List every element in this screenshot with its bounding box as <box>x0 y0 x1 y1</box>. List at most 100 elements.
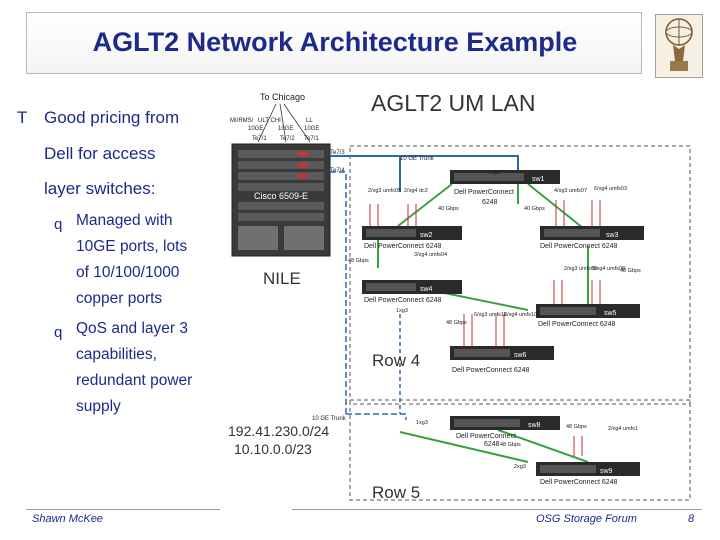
row4-box <box>349 145 691 405</box>
subnet-label: 192.41.230.0/24 <box>228 423 329 439</box>
footer-event: OSG Storage Forum <box>536 513 637 525</box>
row5-label: Row 5 <box>372 483 420 502</box>
link-labels: 40 Gbps 40 Gbps 1xg3 2/xg3 umfs05 2/xg4 … <box>348 170 641 470</box>
link-label: 2/xg4 umfs1 <box>608 426 638 432</box>
uplink-label: ULT CHI <box>258 118 281 124</box>
switch-sw5: sw5 Dell PowerConnect 6248 <box>536 304 640 328</box>
bullet-marker: T <box>17 108 28 127</box>
switch-model: 6248 <box>482 199 498 206</box>
port-lines <box>369 200 601 456</box>
switch-model: Dell PowerConnect 6248 <box>540 243 618 250</box>
link-label: 48 Gbps <box>500 442 521 448</box>
sub-bullet-2-line: QoS and layer 3 <box>76 320 189 337</box>
port-label: Te7/3 <box>330 150 345 156</box>
link-label: 48 Gbps <box>446 320 467 326</box>
atlas-logo <box>655 14 703 78</box>
switch-name: sw2 <box>420 232 433 239</box>
network-diagram-svg: AGLT2 UM LAN To Chicago MI/RMS/ ULT CHI … <box>228 90 691 502</box>
trunk-top-label: 10 GE Trunk <box>400 156 435 162</box>
sub-bullet-1-line: Managed with <box>76 212 173 229</box>
trunk-link-sw1 <box>330 155 519 170</box>
link-label: 48 Gbps <box>566 424 587 430</box>
trunk-bottom-label: 10 GE Trunk <box>312 416 347 422</box>
switch-sw4: sw4 Dell PowerConnect 6248 <box>362 280 462 304</box>
switch-name: sw1 <box>532 176 545 183</box>
link-label: 1xg3 <box>488 170 500 176</box>
link-label: 48 Gbps <box>620 268 641 274</box>
link-label: 1xg3 <box>396 308 408 314</box>
bullet-line-3: layer switches: <box>44 179 156 198</box>
link-label: 4/xg3 umfs07 <box>554 188 587 194</box>
nile-label: NILE <box>263 269 301 288</box>
switch-model: Dell PowerConnect 6248 <box>364 243 442 250</box>
switch-sw9: sw9 Dell PowerConnect 6248 <box>536 462 640 486</box>
uplink-label: MI/RMS/ <box>230 118 254 124</box>
switch-model: Dell PowerConnect <box>456 433 516 440</box>
switch-sw2: sw2 Dell PowerConnect 6248 <box>362 226 462 250</box>
title-banner: AGLT2 Network Architecture Example <box>26 12 642 74</box>
cisco-6509e-chassis: Cisco 6509-E <box>231 143 331 257</box>
bullet-line-2: Dell for access <box>44 144 156 163</box>
uplink-label: LL <box>306 118 313 124</box>
switch-model: 6248 <box>484 441 500 448</box>
link-label: 2/xg3 umfs09 <box>564 266 597 272</box>
switch-name: sw4 <box>420 286 433 293</box>
trunk-link-row5 <box>330 171 347 414</box>
link-label: 40 Gbps <box>524 206 545 212</box>
uplink-port: Te7/2 <box>280 136 295 142</box>
slide-title: AGLT2 Network Architecture Example <box>92 27 578 57</box>
link-label: 48 Gbps <box>348 258 369 264</box>
switch-name: sw5 <box>604 310 617 317</box>
sub-bullet-marker-2: q <box>54 324 63 341</box>
link-label: 2/xg3 umfs05 <box>368 188 401 194</box>
switch-model: Dell PowerConnect 6248 <box>364 297 442 304</box>
sub-bullet-1: Managed with 10GE ports, lots of 10/100/… <box>76 208 187 312</box>
sub-bullet-marker-1: q <box>54 216 63 233</box>
green-links <box>377 183 589 463</box>
switch-sw3: sw3 Dell PowerConnect 6248 <box>540 226 644 250</box>
link-label: 6/xg4 umfs10 <box>504 312 537 318</box>
switch-model: Dell PowerConnect 6248 <box>452 367 530 374</box>
link-label: 6/xg4 umfs03 <box>594 186 627 192</box>
row5-box <box>349 399 691 501</box>
switch-name: sw3 <box>606 232 619 239</box>
sub-bullet-1-line: 10GE ports, lots <box>76 238 188 255</box>
footer-page-number: 8 <box>688 513 695 525</box>
uplink-speed: 10GE <box>278 126 293 132</box>
port-label: Te7/4 <box>330 168 345 174</box>
link-label: 5/xg4 umfs08 <box>592 266 625 272</box>
link-label: 1xg3 <box>416 420 428 426</box>
link-label: 3/xg4 umfs04 <box>414 252 447 258</box>
sub-bullet-1-line: copper ports <box>76 290 163 307</box>
switch-name: sw9 <box>600 468 613 475</box>
bullet-line-1: Good pricing from <box>44 108 180 127</box>
atlas-logo-icon <box>665 18 693 71</box>
network-diagram: AGLT2 UM LAN To Chicago MI/RMS/ ULT CHI … <box>228 84 698 506</box>
row4-label: Row 4 <box>372 351 420 370</box>
uplink-port: Te7/1 <box>304 136 319 142</box>
switch-model: Dell PowerConnect 6248 <box>540 479 618 486</box>
sub-bullet-2-line: redundant power <box>76 372 193 389</box>
uplink-speed: 10GE <box>304 126 319 132</box>
switch-name: sw6 <box>514 352 527 359</box>
footer-divider <box>292 509 702 510</box>
link-label: 2xg3 <box>514 464 526 470</box>
uplink-speed: 10GE <box>248 126 263 132</box>
switch-model: Dell PowerConnect 6248 <box>538 321 616 328</box>
trunk-link-top <box>330 155 401 192</box>
cisco-label: Cisco 6509-E <box>254 191 308 201</box>
sub-bullet-1-line: of 10/100/1000 <box>76 264 180 281</box>
sub-bullet-2-line: supply <box>76 398 121 415</box>
link-label: 40 Gbps <box>438 206 459 212</box>
footer-author: Shawn McKee <box>32 513 103 525</box>
to-chicago-label: To Chicago <box>260 92 305 102</box>
switch-model: Dell PowerConnect <box>454 189 514 196</box>
sub-bullet-2: QoS and layer 3 capabilities, redundant … <box>76 316 192 420</box>
switch-sw8: sw8 Dell PowerConnect 6248 <box>450 416 560 448</box>
switch-name: sw8 <box>528 422 541 429</box>
subnet-label: 10.10.0.0/23 <box>234 441 312 457</box>
sub-bullet-2-line: capabilities, <box>76 346 157 363</box>
link-label: 6/xg3 umfs11 <box>474 312 507 318</box>
switch-sw6: sw6 Dell PowerConnect 6248 <box>450 346 554 374</box>
switch-sw1: sw1 Dell PowerConnect 6248 <box>450 170 560 206</box>
